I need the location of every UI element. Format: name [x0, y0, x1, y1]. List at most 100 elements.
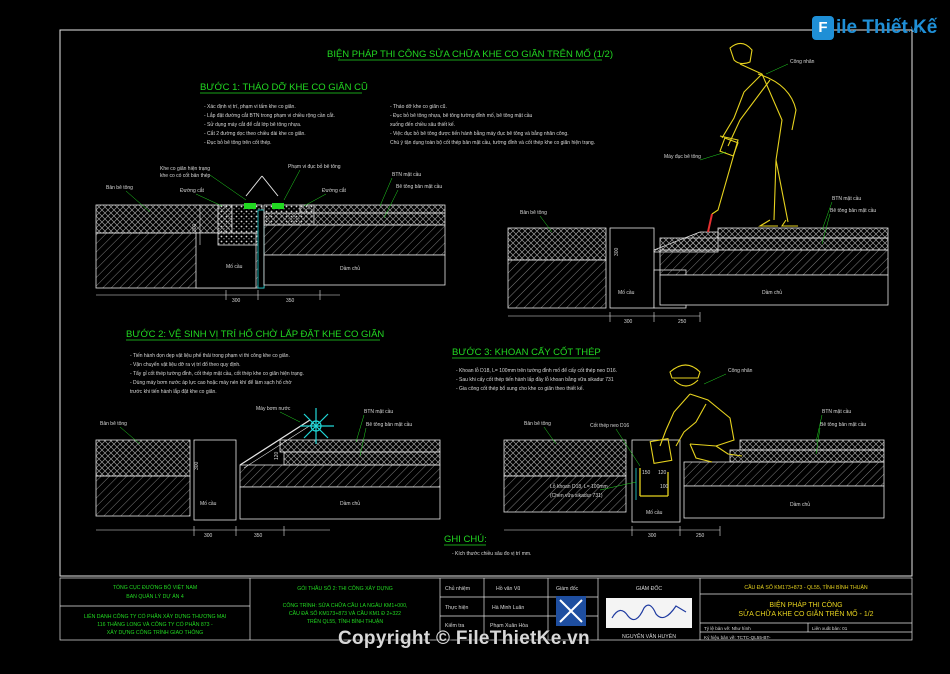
svg-text:GÓI THẦU SỐ 2: THI CÔNG XÂY DỰ: GÓI THẦU SỐ 2: THI CÔNG XÂY DỰNG — [297, 585, 393, 592]
svg-text:Máy bơm nước: Máy bơm nước — [256, 406, 291, 412]
svg-text:CẦU ĐÁ SỐ KM173+873 VÀ CẦU KM1: CẦU ĐÁ SỐ KM173+873 VÀ CẦU KM1 Đ 2+322 — [289, 610, 401, 617]
step1-section-right — [507, 227, 889, 322]
svg-text:- Tháo dỡ khe co giãn cũ.: - Tháo dỡ khe co giãn cũ. — [390, 104, 447, 110]
step2-section — [95, 419, 441, 536]
svg-text:Liên xuất bản: 01: Liên xuất bản: 01 — [812, 626, 848, 631]
svg-text:116 THĂNG LONG VÀ CÔNG TY CỔ P: 116 THĂNG LONG VÀ CÔNG TY CỔ PHẦN 873 - — [97, 621, 213, 628]
svg-text:Đường cắt: Đường cắt — [322, 187, 346, 194]
svg-text:XÂY DỰNG CÔNG TRÌNH GIAO THÔNG: XÂY DỰNG CÔNG TRÌNH GIAO THÔNG — [107, 629, 203, 636]
sheet-title: BIỆN PHÁP THI CÔNG SỬA CHỮA KHE CO GIÃN … — [327, 48, 613, 60]
step2-leaders — [119, 411, 367, 457]
svg-text:- Cắt 2 đường dọc theo chiều d: - Cắt 2 đường dọc theo chiều dài khe co … — [204, 130, 306, 137]
svg-text:khe co có cốt bản thép: khe co có cốt bản thép — [160, 173, 211, 179]
svg-text:- Vận chuyển vật liệu dỡ ra vị: - Vận chuyển vật liệu dỡ ra vị trí đổ th… — [130, 361, 241, 368]
svg-text:Bê tông bản mặt cầu: Bê tông bản mặt cầu — [820, 422, 866, 428]
svg-text:Công nhân: Công nhân — [728, 368, 753, 374]
step1-right-leaders — [539, 63, 833, 245]
svg-text:Tỷ lệ bản vẽ: Như hình: Tỷ lệ bản vẽ: Như hình — [704, 625, 751, 631]
svg-text:Máy đục bê tông: Máy đục bê tông — [664, 154, 701, 160]
title-block — [59, 577, 913, 641]
svg-text:- Dùng máy bơm nước áp lực cao: - Dùng máy bơm nước áp lực cao hoặc máy … — [130, 379, 292, 386]
svg-text:Bản bê tông: Bản bê tông — [520, 210, 547, 216]
step3-notes: - Khoan lỗ D18, L= 100mm trên tường đỉnh… — [456, 367, 617, 392]
svg-text:NGUYỄN VĂN HUYÊN: NGUYỄN VĂN HUYÊN — [622, 632, 676, 640]
svg-text:Chủ nhiệm: Chủ nhiệm — [445, 585, 470, 592]
svg-text:Hồ văn Vũ: Hồ văn Vũ — [496, 586, 520, 592]
svg-text:BAN QUẢN LÝ DỰ ÁN 4: BAN QUẢN LÝ DỰ ÁN 4 — [126, 593, 184, 600]
svg-text:trước khi tiến hành lắp đặt kh: trước khi tiến hành lắp đặt khe co giãn. — [130, 388, 217, 395]
step2-notes: - Tiến hành dọn dẹp vật liệu phế thải tr… — [130, 353, 304, 395]
svg-text:Kiểm tra: Kiểm tra — [445, 622, 464, 629]
svg-text:300: 300 — [192, 223, 198, 232]
svg-text:GIÁM ĐỐC: GIÁM ĐỐC — [636, 585, 662, 592]
step2-title: BƯỚC 2: VỆ SINH VỊ TRÍ HỐ CHỜ LẮP ĐẶT KH… — [126, 328, 384, 340]
svg-text:xuống đến chiều sâu thiết kế.: xuống đến chiều sâu thiết kế. — [390, 122, 455, 128]
svg-text:Mố cầu: Mố cầu — [200, 501, 217, 507]
logo-text: ile Thiết Kế — [836, 17, 938, 38]
svg-text:Lỗ khoan D18, L= 100mm: Lỗ khoan D18, L= 100mm — [550, 483, 608, 490]
worker-drill-icon — [649, 364, 743, 465]
step1-title: BƯỚC 1: THÁO DỠ KHE CO GIÃN CŨ — [200, 82, 368, 93]
svg-text:- Tiến hành dọn dẹp vật liệu p: - Tiến hành dọn dẹp vật liệu phế thải tr… — [130, 353, 290, 359]
svg-text:LIÊN DANH CÔNG TY CỔ PHẦN XÂY: LIÊN DANH CÔNG TY CỔ PHẦN XÂY DỰNG THƯƠN… — [84, 612, 226, 620]
step3-labels: Công nhân Cốt thép neo D16 Lỗ khoan D18,… — [524, 368, 866, 539]
svg-text:120: 120 — [274, 451, 280, 460]
svg-text:Công nhân: Công nhân — [790, 59, 815, 65]
svg-text:TỔNG CỤC ĐƯỜNG BỘ VIỆT NAM: TỔNG CỤC ĐƯỜNG BỘ VIỆT NAM — [113, 583, 197, 591]
svg-text:Chú ý tận dụng toàn bộ cốt thé: Chú ý tận dụng toàn bộ cốt thép bản mặt … — [390, 139, 595, 146]
watermark-logo: F ile Thiết Kế .vn — [812, 14, 937, 44]
svg-text:- Đục bỏ bê tông trên cốt thép: - Đục bỏ bê tông trên cốt thép. — [204, 139, 272, 146]
svg-text:SỬA CHỮA KHE CO GIÃN TRÊN MỐ -: SỬA CHỮA KHE CO GIÃN TRÊN MỐ - 1/2 — [738, 608, 873, 618]
title-block-text: TỔNG CỤC ĐƯỜNG BỘ VIỆT NAM BAN QUẢN LÝ D… — [84, 583, 874, 640]
svg-text:CẦU ĐÁ SỐ KM173+873 - QL55, TỈ: CẦU ĐÁ SỐ KM173+873 - QL55, TỈNH BÌNH TH… — [744, 584, 868, 591]
svg-text:- Sử dụng máy cắt để cắt lớp b: - Sử dụng máy cắt để cắt lớp bê tông nhự… — [204, 121, 301, 128]
step2-labels: Máy bơm nước Bản bê tông BTN mặt cầu Bê … — [100, 406, 412, 539]
ghi-chu-title: GHI CHÚ: — [444, 534, 487, 545]
step3-title: BƯỚC 3: KHOAN CẤY CỐT THÉP — [452, 346, 601, 358]
svg-text:250: 250 — [696, 533, 705, 539]
water-pump-icon — [300, 408, 334, 444]
svg-text:Phạm vi đục bỏ bê tông: Phạm vi đục bỏ bê tông — [288, 163, 341, 170]
step1-section-left — [95, 175, 446, 300]
svg-text:Bản bê tông: Bản bê tông — [524, 421, 551, 427]
svg-text:BIỆN PHÁP THI CÔNG: BIỆN PHÁP THI CÔNG — [769, 600, 842, 609]
svg-text:Ký hiệu bản vẽ: TCTC-QL55-BT-: Ký hiệu bản vẽ: TCTC-QL55-BT- — [704, 635, 771, 640]
svg-text:- Lắp đặt đường cắt BTN trong: - Lắp đặt đường cắt BTN trong phạm vi ch… — [204, 112, 335, 119]
svg-text:Mố cầu: Mố cầu — [618, 290, 635, 296]
svg-text:BTN mặt cầu: BTN mặt cầu — [364, 409, 393, 415]
svg-text:300: 300 — [614, 247, 620, 256]
svg-text:- Việc đục bỏ bê tông được tiế: - Việc đục bỏ bê tông được tiến hành bằn… — [390, 130, 569, 137]
step1-right-labels: Công nhân Máy đục bê tông Bản bê tông BT… — [520, 59, 876, 325]
svg-text:300: 300 — [204, 533, 213, 539]
svg-text:TRÊN QL55, TỈNH BÌNH THUẬN: TRÊN QL55, TỈNH BÌNH THUẬN — [307, 617, 383, 625]
step1-notes-right: - Tháo dỡ khe co giãn cũ. - Đục bỏ bê tô… — [390, 104, 595, 146]
svg-text:300: 300 — [194, 461, 200, 470]
svg-text:Bê tông bản mặt cầu: Bê tông bản mặt cầu — [830, 208, 876, 214]
svg-text:Bê tông bản mặt cầu: Bê tông bản mặt cầu — [396, 184, 442, 190]
company-seal-icon — [556, 596, 586, 626]
svg-text:- Khoan lỗ D18, L= 100mm trên: - Khoan lỗ D18, L= 100mm trên tường đỉnh… — [456, 367, 617, 374]
svg-text:300: 300 — [232, 298, 241, 304]
svg-text:100: 100 — [660, 484, 669, 490]
svg-text:Giám đốc: Giám đốc — [556, 586, 579, 592]
svg-text:Cốt thép neo D16: Cốt thép neo D16 — [590, 423, 629, 429]
svg-text:Khe co giãn hiện trạng: Khe co giãn hiện trạng — [160, 166, 210, 172]
svg-text:CÔNG TRÌNH: SỬA CHỮA CẦU LA NG: CÔNG TRÌNH: SỬA CHỮA CẦU LA NGÂU KM1+000… — [283, 602, 408, 609]
svg-text:Đường cắt: Đường cắt — [180, 187, 204, 194]
step1-left-labels: Khe co giãn hiện trạng khe co có cốt bản… — [106, 163, 442, 304]
step3-leaders — [543, 373, 823, 491]
svg-text:Bê tông bản mặt cầu: Bê tông bản mặt cầu — [366, 422, 412, 428]
svg-text:300: 300 — [648, 533, 657, 539]
svg-text:(Chèn vữa sikadur 731): (Chèn vữa sikadur 731) — [550, 493, 603, 499]
svg-text:Dầm chủ: Dầm chủ — [340, 265, 360, 272]
svg-text:Bản bê tông: Bản bê tông — [100, 421, 127, 427]
step1-notes-left: - Xác định vị trí, phạm vi tấm khe co gi… — [204, 104, 335, 146]
svg-text:Mố cầu: Mố cầu — [226, 264, 243, 270]
svg-text:Mố cầu: Mố cầu — [646, 510, 663, 516]
svg-text:- Đục bỏ bê tông nhựa, bê tông: - Đục bỏ bê tông nhựa, bê tông tường đỉn… — [390, 112, 533, 119]
svg-text:- Gia công cốt thép bổ sung ch: - Gia công cốt thép bổ sung cho khe co g… — [456, 385, 584, 392]
svg-text:BTN mặt cầu: BTN mặt cầu — [392, 172, 421, 178]
sheet-frame — [59, 29, 913, 577]
worker-jackhammer-icon — [711, 42, 798, 227]
